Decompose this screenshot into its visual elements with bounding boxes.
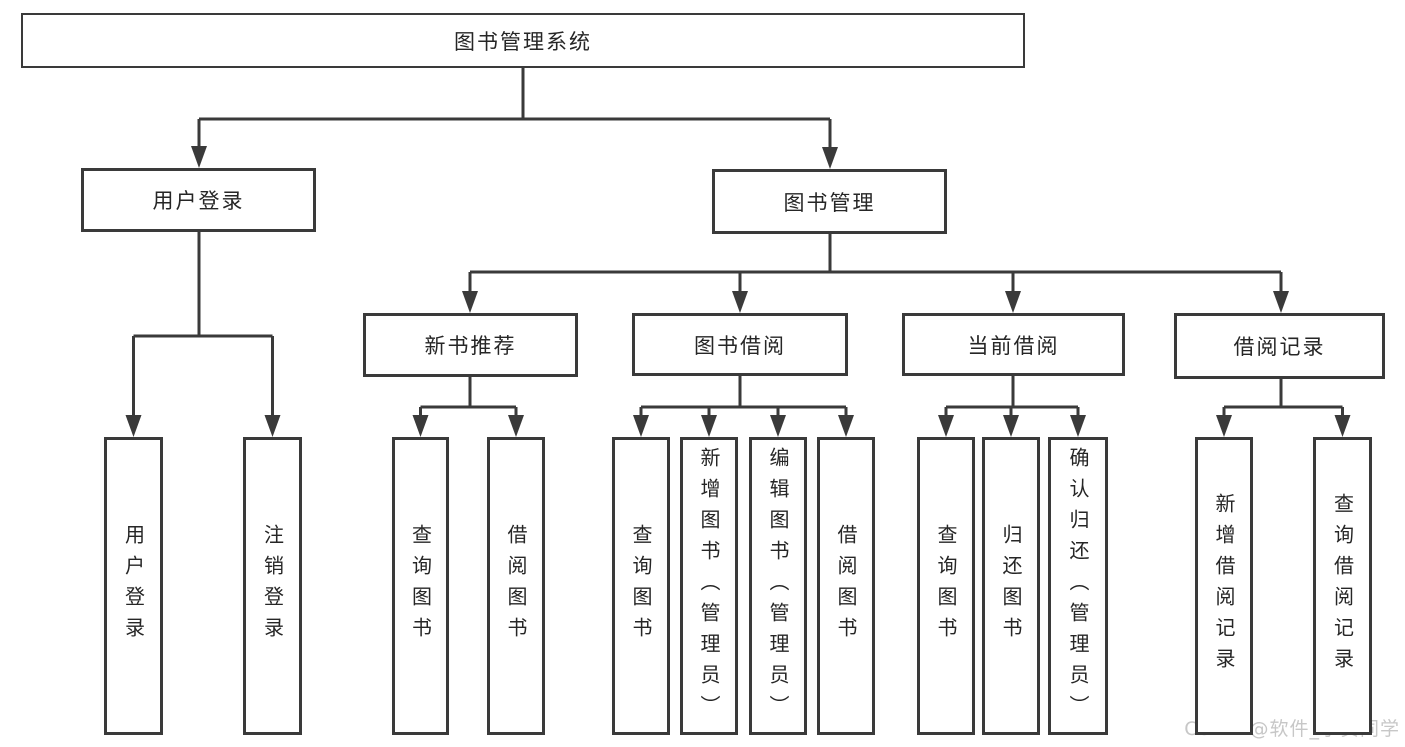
node-logout-leaf: 注销登录 xyxy=(243,437,302,735)
connector-group xyxy=(938,376,1086,437)
node-borrow-records: 借阅记录 xyxy=(1174,313,1385,379)
node-query-books-current-label: 查询图书 xyxy=(934,524,958,648)
node-new-book-recommend: 新书推荐 xyxy=(363,313,578,377)
node-confirm-return-admin: 确认归还（管理员） xyxy=(1048,437,1108,735)
arrowhead-icon xyxy=(462,291,478,313)
node-borrow-books-recommend: 借阅图书 xyxy=(487,437,545,735)
connector-group xyxy=(462,234,1289,313)
arrowhead-icon xyxy=(701,415,717,437)
node-confirm-return-admin-label: 确认归还（管理员） xyxy=(1066,446,1090,726)
node-book-management-label: 图书管理 xyxy=(783,190,876,215)
node-add-books-admin-label: 新增图书（管理员） xyxy=(697,446,721,726)
connector-line xyxy=(197,68,832,157)
node-query-books-recommend-label: 查询图书 xyxy=(408,524,433,648)
node-current-borrow-label: 当前借阅 xyxy=(967,333,1060,358)
node-new-book-recommend-label: 新书推荐 xyxy=(424,334,517,358)
arrowhead-icon xyxy=(1216,415,1232,437)
node-query-books-current: 查询图书 xyxy=(917,437,975,735)
node-query-borrow-record-label: 查询借阅记录 xyxy=(1330,493,1355,679)
connector-group xyxy=(633,376,854,437)
connector-line xyxy=(468,234,1283,301)
arrowhead-icon xyxy=(1070,415,1086,437)
connector-line xyxy=(419,377,518,425)
arrowhead-icon xyxy=(938,415,954,437)
node-system-root: 图书管理系统 xyxy=(21,13,1025,68)
node-borrow-records-label: 借阅记录 xyxy=(1233,335,1326,359)
arrowhead-icon xyxy=(1005,291,1021,313)
node-system-root-label: 图书管理系统 xyxy=(454,29,592,54)
node-return-books: 归还图书 xyxy=(982,437,1040,735)
node-user-login: 用户登录 xyxy=(81,168,316,232)
node-return-books-label: 归还图书 xyxy=(999,524,1023,648)
arrowhead-icon xyxy=(822,147,838,169)
arrowhead-icon xyxy=(412,415,429,437)
arrowhead-icon xyxy=(770,415,786,437)
node-current-borrow: 当前借阅 xyxy=(902,313,1125,376)
node-borrow-books-leaf: 借阅图书 xyxy=(817,437,875,735)
arrowhead-icon xyxy=(732,291,748,313)
node-query-books-recommend: 查询图书 xyxy=(392,437,449,735)
connector-line xyxy=(132,232,274,425)
arrowhead-icon xyxy=(1003,415,1019,437)
node-book-management: 图书管理 xyxy=(712,169,947,234)
node-query-books-borrow-label: 查询图书 xyxy=(629,524,653,648)
node-logout-leaf-label: 注销登录 xyxy=(260,524,285,648)
arrowhead-icon xyxy=(125,415,142,437)
connector-group xyxy=(412,377,524,437)
node-book-borrow-label: 图书借阅 xyxy=(694,333,786,358)
connector-group xyxy=(1216,379,1351,437)
node-book-borrow: 图书借阅 xyxy=(632,313,848,376)
arrowhead-icon xyxy=(508,415,524,437)
node-edit-books-admin-label: 编辑图书（管理员） xyxy=(766,446,790,726)
arrowhead-icon xyxy=(838,415,854,437)
node-user-login-leaf: 用户登录 xyxy=(104,437,163,735)
arrowhead-icon xyxy=(633,415,649,437)
connector-group xyxy=(125,232,281,437)
node-borrow-books-recommend-label: 借阅图书 xyxy=(504,524,528,648)
arrowhead-icon xyxy=(1273,291,1289,313)
arrowhead-icon xyxy=(191,146,207,168)
arrowhead-icon xyxy=(1334,415,1351,437)
node-edit-books-admin: 编辑图书（管理员） xyxy=(749,437,807,735)
connector-line xyxy=(944,376,1080,425)
node-borrow-books-leaf-label: 借阅图书 xyxy=(834,524,858,648)
node-user-login-label: 用户登录 xyxy=(152,189,245,213)
connector-line xyxy=(1222,379,1344,425)
node-query-books-borrow: 查询图书 xyxy=(612,437,670,735)
connector-line xyxy=(639,376,848,425)
connector-group xyxy=(191,68,838,169)
node-add-books-admin: 新增图书（管理员） xyxy=(680,437,738,735)
node-add-borrow-record-label: 新增借阅记录 xyxy=(1212,493,1236,679)
node-add-borrow-record: 新增借阅记录 xyxy=(1195,437,1253,735)
node-query-borrow-record: 查询借阅记录 xyxy=(1313,437,1372,735)
node-user-login-leaf-label: 用户登录 xyxy=(121,524,146,648)
arrowhead-icon xyxy=(264,415,281,437)
